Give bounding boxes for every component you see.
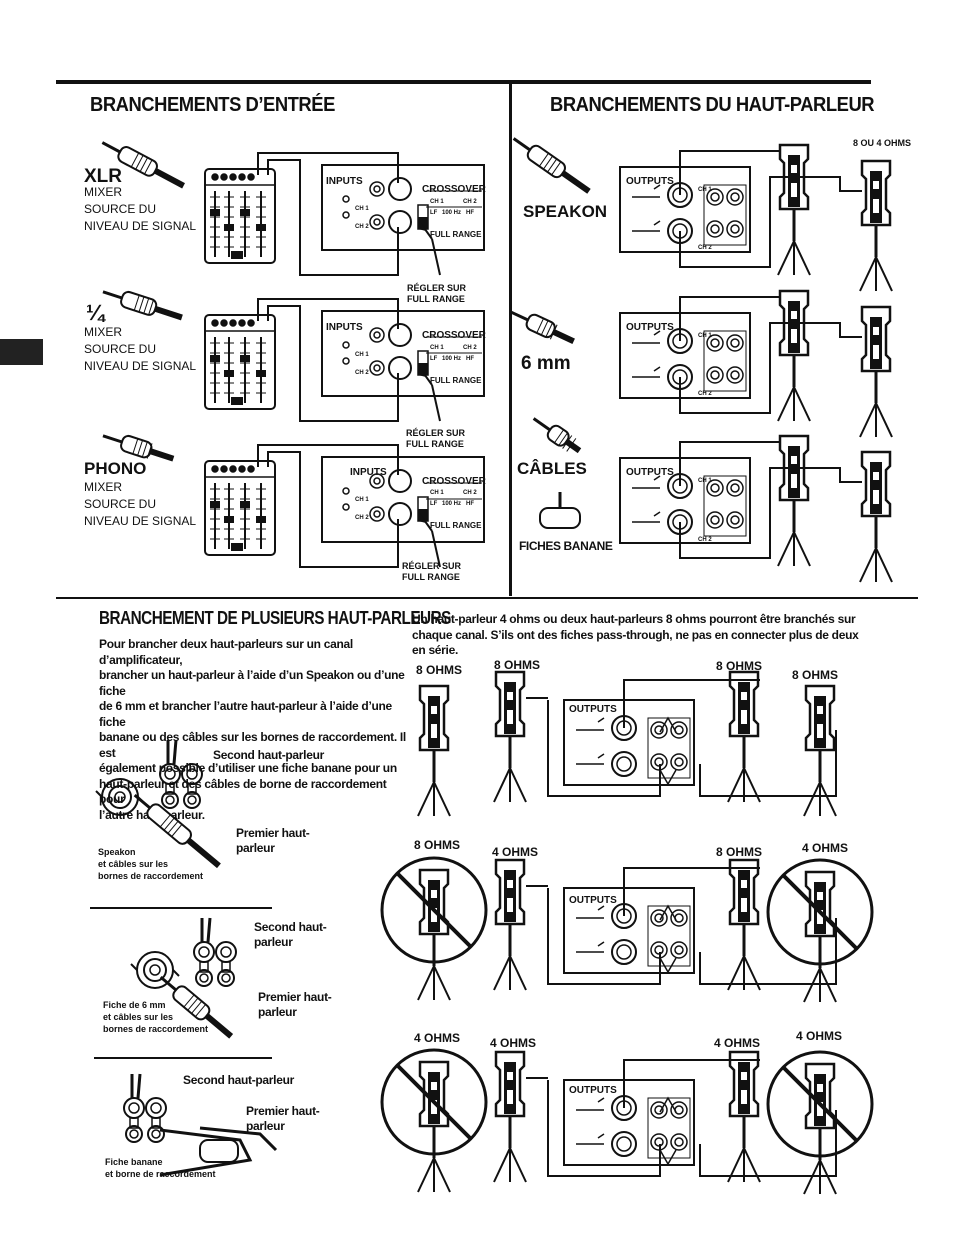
six-mm-label: 6 mm [521,353,571,374]
example2-second-label: Second haut-parleur [254,920,327,949]
multi-speaker-1-4 [803,684,837,817]
speaker-b-1 [859,159,893,292]
xlr-plug-icon [101,141,185,189]
multi-cables-2 [526,867,837,985]
multi-section-title: BRANCHEMENT DE PLUSIEURS HAUT-PARLEURS [99,608,451,628]
example1-terminals-icon [159,739,203,809]
multi-speaker-1-2 [493,670,527,803]
speakon-plug-icon [512,137,591,194]
example1-first-label: Premier haut-parleur [236,826,310,855]
output-panel-art-3 [619,457,751,544]
output-panel-art-2 [619,312,751,399]
speaker-section-title: BRANCHEMENTS DU HAUT-PARLEUR [550,94,875,116]
banana-plug-icon [539,492,581,529]
speaker-b-2 [859,305,893,438]
cables-icon [532,417,582,454]
xlr-label: XLR [84,166,122,187]
example3-banana-icon [159,1126,278,1177]
mixer-3 [204,460,276,556]
input-cables-1 [257,152,441,276]
output-cables-1 [679,150,862,268]
mixer-1 [204,168,276,264]
speaker-b-3 [859,450,893,583]
example3-first-label: Premier haut-parleur [246,1104,320,1133]
speakon-label: SPEAKON [523,202,608,221]
cables-label: CÂBLES [517,459,587,478]
multi-intro: Un haut-parleur 4 ohms ou deux haut-parl… [412,612,859,657]
multi-speaker-3-1 [380,1048,488,1193]
example2-first-label: Premier haut-parleur [258,990,332,1019]
example2-plug-icon [159,975,234,1039]
speaker-a-3 [777,434,811,567]
example2-jack-icon [130,951,180,989]
multi-speaker-2-3 [727,858,761,991]
input-section-title: BRANCHEMENTS D’ENTRÉE [90,94,335,116]
multi-speaker-2-4 [766,858,874,1003]
phono-desc: MIXER SOURCE DU NIVEAU DE SIGNAL [84,480,197,528]
quarter-inch-label: ¼ [86,300,105,325]
example-separators [90,907,272,1059]
multi-speaker-3-4 [766,1050,874,1195]
multi-output-panel-1 [563,699,695,786]
multi-speaker-3-2 [493,1050,527,1183]
example3-second-label: Second haut-parleur [183,1073,294,1087]
multi-speaker-2-1 [380,856,488,1001]
input-panel-art-3 [321,456,485,543]
six-mm-plug-icon [509,310,575,345]
speaker-a-2 [777,289,811,422]
output-cables-3 [679,441,862,559]
phono-plug-icon [102,434,175,462]
input-cables-3 [257,444,441,568]
banana-label: FICHES BANANE [519,539,613,553]
multi-speaker-1-1 [417,684,451,817]
multi-speaker-2-2 [493,858,527,991]
example2-terminals-icon [193,917,237,987]
multi-cables-3 [526,1059,837,1177]
multi-cables-1 [526,679,837,797]
input-panel-art-2 [321,310,485,397]
xlr-desc: MIXER SOURCE DU NIVEAU DE SIGNAL [84,185,197,233]
quarter-inch-plug-icon [102,290,183,321]
multi-speaker-1-3 [727,670,761,803]
mixer-2 [204,314,276,410]
phono-label: PHONO [84,459,147,478]
quarter-inch-desc: MIXER SOURCE DU NIVEAU DE SIGNAL [84,325,197,373]
speaker-a-1 [777,143,811,276]
input-panel-art-1 [321,164,485,251]
output-panel-art-1 [619,166,751,253]
example3-terminals-icon [123,1073,167,1143]
example1-speakon-plug-icon [133,793,221,869]
output-cables-2 [679,296,862,414]
input-cables-2 [257,298,441,422]
multi-speaker-3-3 [727,1050,761,1183]
ohms-note: 8 OU 4 OHMS [853,138,912,148]
example1-second-label: Second haut-parleur [213,748,324,762]
